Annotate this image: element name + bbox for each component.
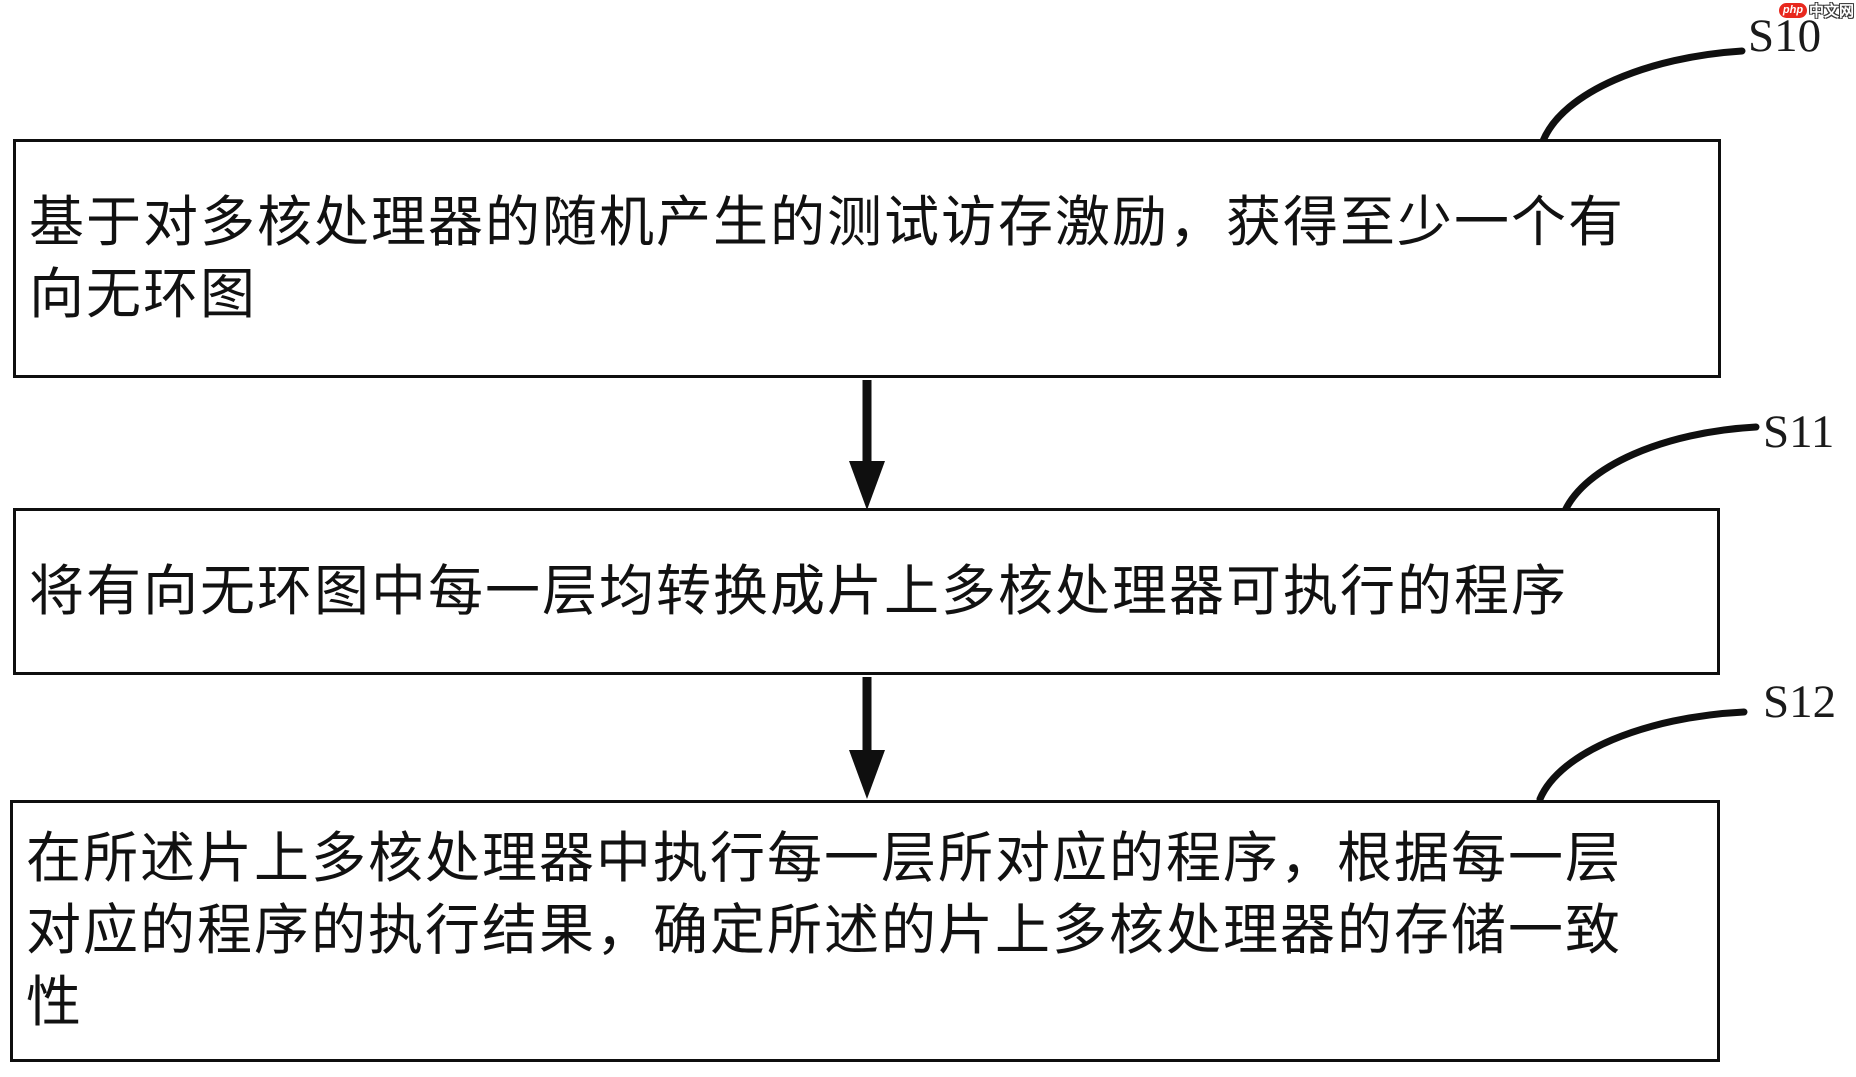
process-box-s11-line-1: 将有向无环图中每一层均转换成片上多核处理器可执行的程序: [29, 560, 1569, 622]
php-logo-badge: php: [1778, 2, 1807, 18]
process-box-s12-line-2: 对应的程序的执行结果，确定所述的片上多核处理器的存储一致: [26, 900, 1623, 961]
process-box-s11: 将有向无环图中每一层均转换成片上多核处理器可执行的程序: [13, 508, 1720, 675]
leader-curve-s10: [1539, 47, 1746, 145]
flow-arrow-2: [849, 677, 885, 799]
flow-arrow-1: [849, 380, 885, 510]
step-label-s10: S10: [1748, 10, 1822, 62]
process-box-s10-line-2: 向无环图: [29, 263, 258, 325]
process-box-s12-line-1: 在所述片上多核处理器中执行每一层所对应的程序，根据每一层: [26, 828, 1623, 889]
process-box-s10-line-1: 基于对多核处理器的随机产生的测试访存激励，获得至少一个有: [29, 191, 1626, 253]
process-box-s10: 基于对多核处理器的随机产生的测试访存激励，获得至少一个有 向无环图: [13, 139, 1721, 378]
step-label-s12: S12: [1763, 676, 1837, 728]
step-label-s11: S11: [1763, 406, 1835, 458]
watermark: php 中文网: [1778, 1, 1854, 20]
watermark-suffix-text: 中文网: [1808, 2, 1854, 20]
process-box-s12: 在所述片上多核处理器中执行每一层所对应的程序，根据每一层 对应的程序的执行结果，…: [10, 800, 1720, 1062]
leader-curve-s11: [1560, 423, 1760, 517]
leader-curve-s12: [1536, 708, 1748, 803]
process-box-s12-line-3: 性: [26, 972, 84, 1033]
